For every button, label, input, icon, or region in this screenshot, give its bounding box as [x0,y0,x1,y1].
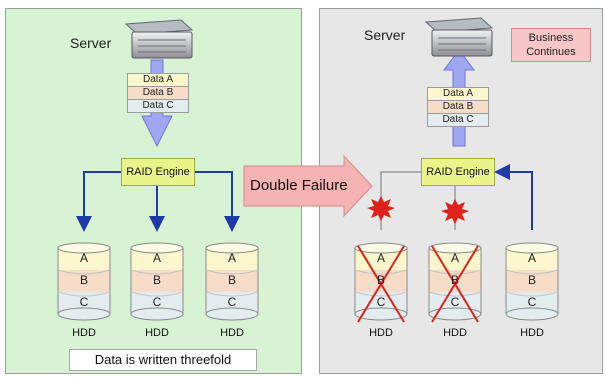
hdd-segment-a: A [152,251,161,265]
double-failure-arrow [243,154,373,218]
left-server-label: Server [70,35,112,51]
threefold-write-note: Data is written threefold [69,349,257,371]
business-continues-line-2: Continues [526,46,576,58]
hdd-cylinder-icon [57,242,111,321]
hdd-segment-c: C [376,295,386,309]
left-raid-engine: RAID Engine [121,158,195,186]
hdd-segment-b: B [79,273,88,287]
failed-cross-mark [431,245,479,323]
right-data-b: Data B [427,100,489,114]
double-failure-label: Double Failure [250,177,348,194]
hdd-label: HDD [520,327,544,339]
hdd-segment-b: B [227,273,236,287]
hdd-label: HDD [443,327,467,339]
hdd-segment-a: A [376,251,385,265]
right-hdd-3-to-raid-line [494,164,533,230]
hdd-cylinder-icon [428,242,482,323]
hdd-segment-c: C [527,295,537,309]
hdd-cylinder-icon [205,242,259,321]
business-continues-badge: Business Continues [511,28,591,62]
failed-cross-mark [357,245,405,323]
right-server-label: Server [364,27,406,43]
failure-burst-icon-2 [441,199,469,224]
hdd-segment-c: C [79,295,89,309]
hdd-segment-a: A [79,251,88,265]
hdd-segment-b: B [152,273,161,287]
hdd-label: HDD [145,327,169,339]
right-data-c: Data C [427,113,489,127]
right-server-icon [424,17,494,57]
left-data-b: Data B [127,86,189,100]
hdd-label: HDD [72,327,96,339]
business-continues-line-1: Business [528,32,574,44]
hdd-label: HDD [220,327,244,339]
hdd-segment-b: B [450,273,459,287]
right-raid-engine: RAID Engine [421,158,495,186]
left-raid-to-hdd-1-line [76,171,121,232]
hdd-segment-b: B [376,273,385,287]
hdd-cylinder-icon [505,242,559,321]
hdd-segment-c: C [152,295,162,309]
hdd-segment-a: A [527,251,536,265]
hdd-segment-a: A [227,251,236,265]
left-raid-to-hdd-3-line [195,171,240,232]
hdd-cylinder-icon [354,242,408,323]
hdd-segment-c: C [450,295,460,309]
hdd-segment-a: A [450,251,459,265]
right-data-stack: Data A Data B Data C [427,87,489,127]
hdd-segment-c: C [227,295,237,309]
left-data-stack: Data A Data B Data C [127,73,189,113]
failure-burst-icon-1 [367,196,395,221]
hdd-cylinder-icon [130,242,184,321]
left-data-a: Data A [127,73,189,87]
left-data-c: Data C [127,99,189,113]
right-data-a: Data A [427,87,489,101]
hdd-label: HDD [369,327,393,339]
hdd-segment-b: B [527,273,536,287]
left-server-icon [124,19,194,59]
